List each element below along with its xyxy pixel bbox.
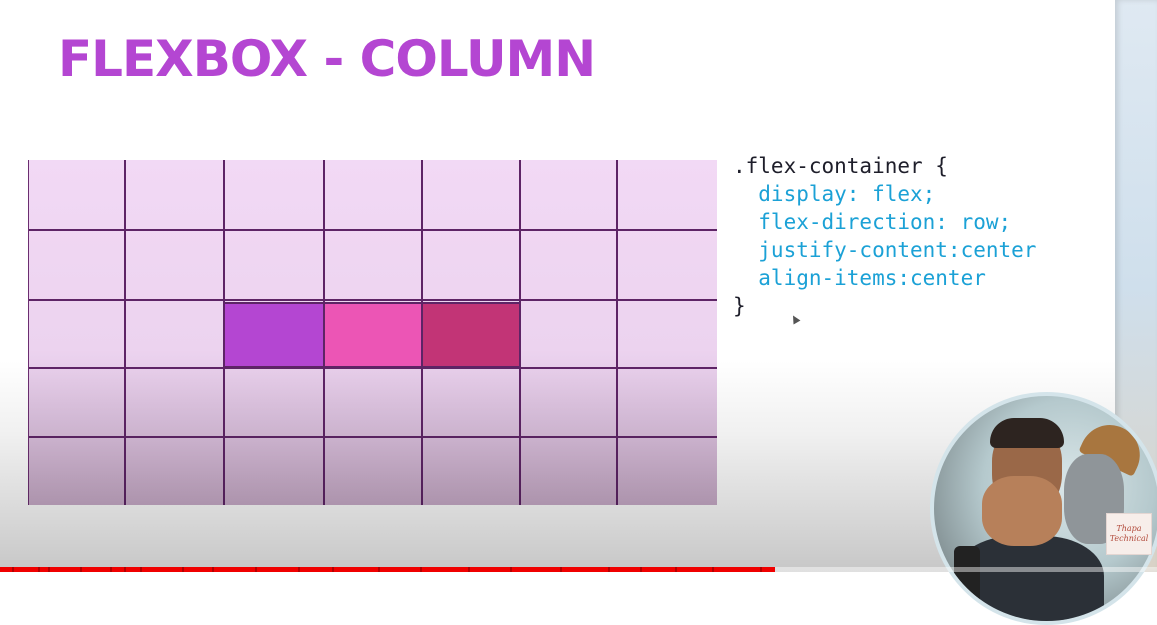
grid-column-line xyxy=(616,160,618,505)
chapter-marker xyxy=(640,567,642,572)
chapter-marker xyxy=(712,567,714,572)
chapter-marker xyxy=(510,567,512,572)
code-line: align-items:center xyxy=(733,266,986,290)
chapter-marker xyxy=(80,567,82,572)
grid-row-line xyxy=(29,367,717,369)
chapter-marker xyxy=(48,567,50,572)
chapter-marker xyxy=(378,567,380,572)
code-line: display: flex; xyxy=(733,182,936,206)
microphone-icon xyxy=(954,546,980,606)
watermark-line: Technical xyxy=(1109,534,1149,543)
flexbox-grid-diagram xyxy=(28,160,717,505)
presenter-hair xyxy=(990,418,1064,448)
chapter-marker xyxy=(12,567,14,572)
chapter-marker xyxy=(420,567,422,572)
chapter-marker xyxy=(110,567,112,572)
chapter-marker xyxy=(608,567,610,572)
code-line: justify-content:center xyxy=(733,238,1037,262)
video-progress-played xyxy=(0,567,776,572)
code-line: .flex-container { xyxy=(733,154,948,178)
grid-row-line xyxy=(29,436,717,438)
chapter-marker xyxy=(675,567,677,572)
watermark-line: Thapa xyxy=(1116,524,1142,533)
grid-column-line xyxy=(124,160,126,505)
grid-row-line xyxy=(29,229,717,231)
chapter-marker xyxy=(298,567,300,572)
code-line: } xyxy=(733,294,746,318)
grid-row-line xyxy=(29,299,717,301)
flex-item-box-3 xyxy=(421,302,521,368)
chapter-marker xyxy=(332,567,334,572)
chapter-marker xyxy=(140,567,142,572)
code-line: flex-direction: row; xyxy=(733,210,1012,234)
chapter-marker xyxy=(468,567,470,572)
css-code-block: .flex-container { display: flex; flex-di… xyxy=(733,152,1036,320)
chapter-marker xyxy=(38,567,40,572)
chapter-marker xyxy=(124,567,126,572)
chapter-marker xyxy=(760,567,762,572)
chapter-marker xyxy=(212,567,214,572)
video-progress-bar[interactable] xyxy=(0,567,1157,572)
flex-item-box-1 xyxy=(223,302,325,368)
flex-item-box-2 xyxy=(323,302,423,368)
presenter-webcam-overlay xyxy=(930,392,1157,625)
slide-title: FLEXBOX - COLUMN xyxy=(58,30,596,88)
chapter-marker xyxy=(255,567,257,572)
chapter-marker xyxy=(182,567,184,572)
chapter-marker xyxy=(560,567,562,572)
presenter-hand xyxy=(982,476,1062,546)
